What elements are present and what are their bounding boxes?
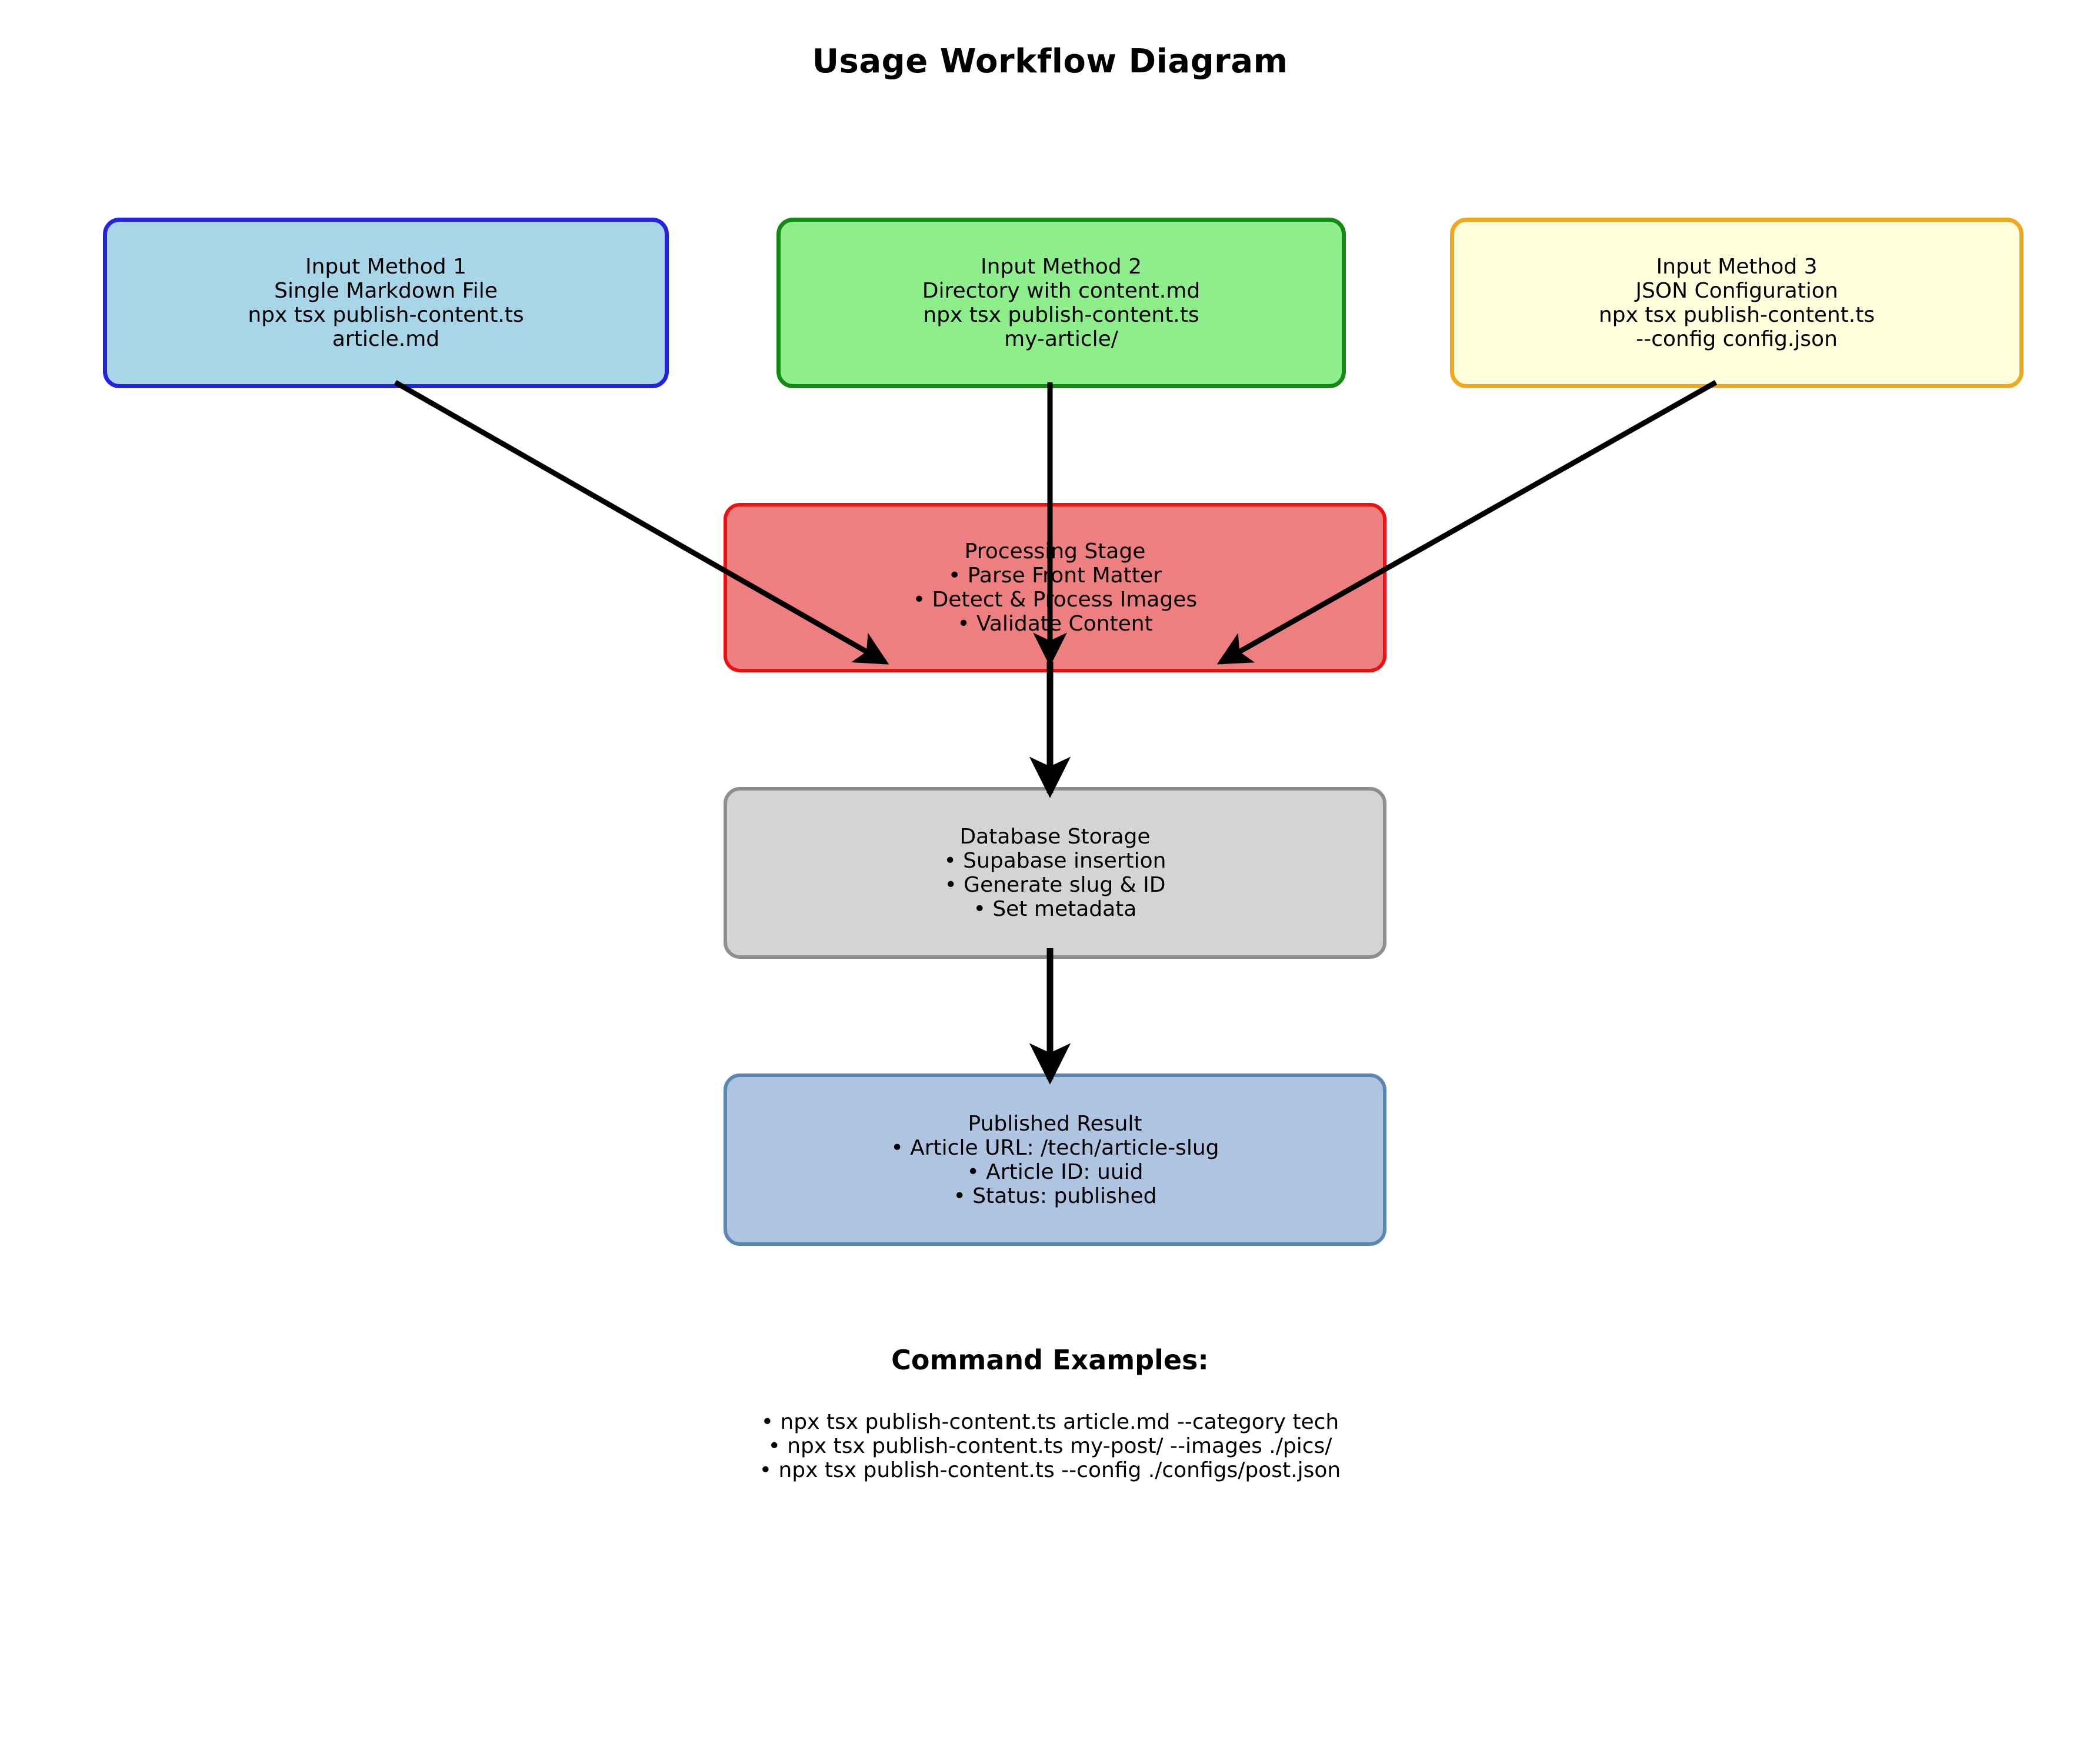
node-input-method-3-line-3: npx tsx publish-content.ts — [1598, 303, 1875, 327]
node-database-storage-line-1: Database Storage — [959, 825, 1151, 849]
node-input-method-2-line-1: Input Method 2 — [980, 255, 1142, 279]
command-examples-section: Command Examples: • npx tsx publish-cont… — [0, 1344, 2100, 1482]
node-input-method-1-line-1: Input Method 1 — [305, 255, 467, 279]
node-database-storage-line-3: • Generate slug & ID — [944, 873, 1166, 897]
node-published-result[interactable]: Published Result • Article URL: /tech/ar… — [724, 1073, 1386, 1246]
node-published-result-line-3: • Article ID: uuid — [966, 1159, 1144, 1184]
command-example-item: • npx tsx publish-content.ts my-post/ --… — [768, 1434, 1332, 1458]
node-processing-stage-line-1: Processing Stage — [964, 539, 1146, 564]
node-input-method-1[interactable]: Input Method 1 Single Markdown File npx … — [103, 218, 669, 388]
node-input-method-3[interactable]: Input Method 3 JSON Configuration npx ts… — [1450, 218, 2024, 388]
node-input-method-1-line-2: Single Markdown File — [274, 279, 498, 303]
node-input-method-1-line-3: npx tsx publish-content.ts — [248, 303, 524, 327]
command-example-item: • npx tsx publish-content.ts --config ./… — [759, 1458, 1341, 1482]
node-processing-stage-line-3: • Detect & Process Images — [912, 588, 1198, 612]
node-database-storage-line-2: • Supabase insertion — [944, 849, 1166, 873]
node-input-method-3-line-2: JSON Configuration — [1635, 279, 1838, 303]
command-example-item: • npx tsx publish-content.ts article.md … — [761, 1410, 1339, 1434]
node-processing-stage[interactable]: Processing Stage • Parse Front Matter • … — [724, 503, 1386, 672]
node-input-method-3-line-1: Input Method 3 — [1656, 255, 1818, 279]
node-input-method-3-line-4: --config config.json — [1636, 327, 1838, 351]
node-published-result-line-1: Published Result — [968, 1111, 1142, 1136]
page-title: Usage Workflow Diagram — [812, 42, 1288, 81]
node-database-storage-line-4: • Set metadata — [973, 897, 1137, 921]
node-input-method-2-line-4: my-article/ — [1004, 327, 1118, 351]
node-published-result-line-2: • Article URL: /tech/article-slug — [891, 1135, 1219, 1160]
node-input-method-1-line-4: article.md — [332, 327, 440, 351]
node-input-method-2[interactable]: Input Method 2 Directory with content.md… — [776, 218, 1346, 388]
command-examples-heading: Command Examples: — [891, 1344, 1209, 1376]
node-published-result-line-4: • Status: published — [953, 1183, 1157, 1208]
node-input-method-2-line-3: npx tsx publish-content.ts — [923, 303, 1199, 327]
node-processing-stage-line-4: • Validate Content — [957, 612, 1153, 636]
node-input-method-2-line-2: Directory with content.md — [922, 279, 1201, 303]
node-processing-stage-line-2: • Parse Front Matter — [948, 564, 1162, 588]
node-database-storage[interactable]: Database Storage • Supabase insertion • … — [724, 787, 1386, 959]
